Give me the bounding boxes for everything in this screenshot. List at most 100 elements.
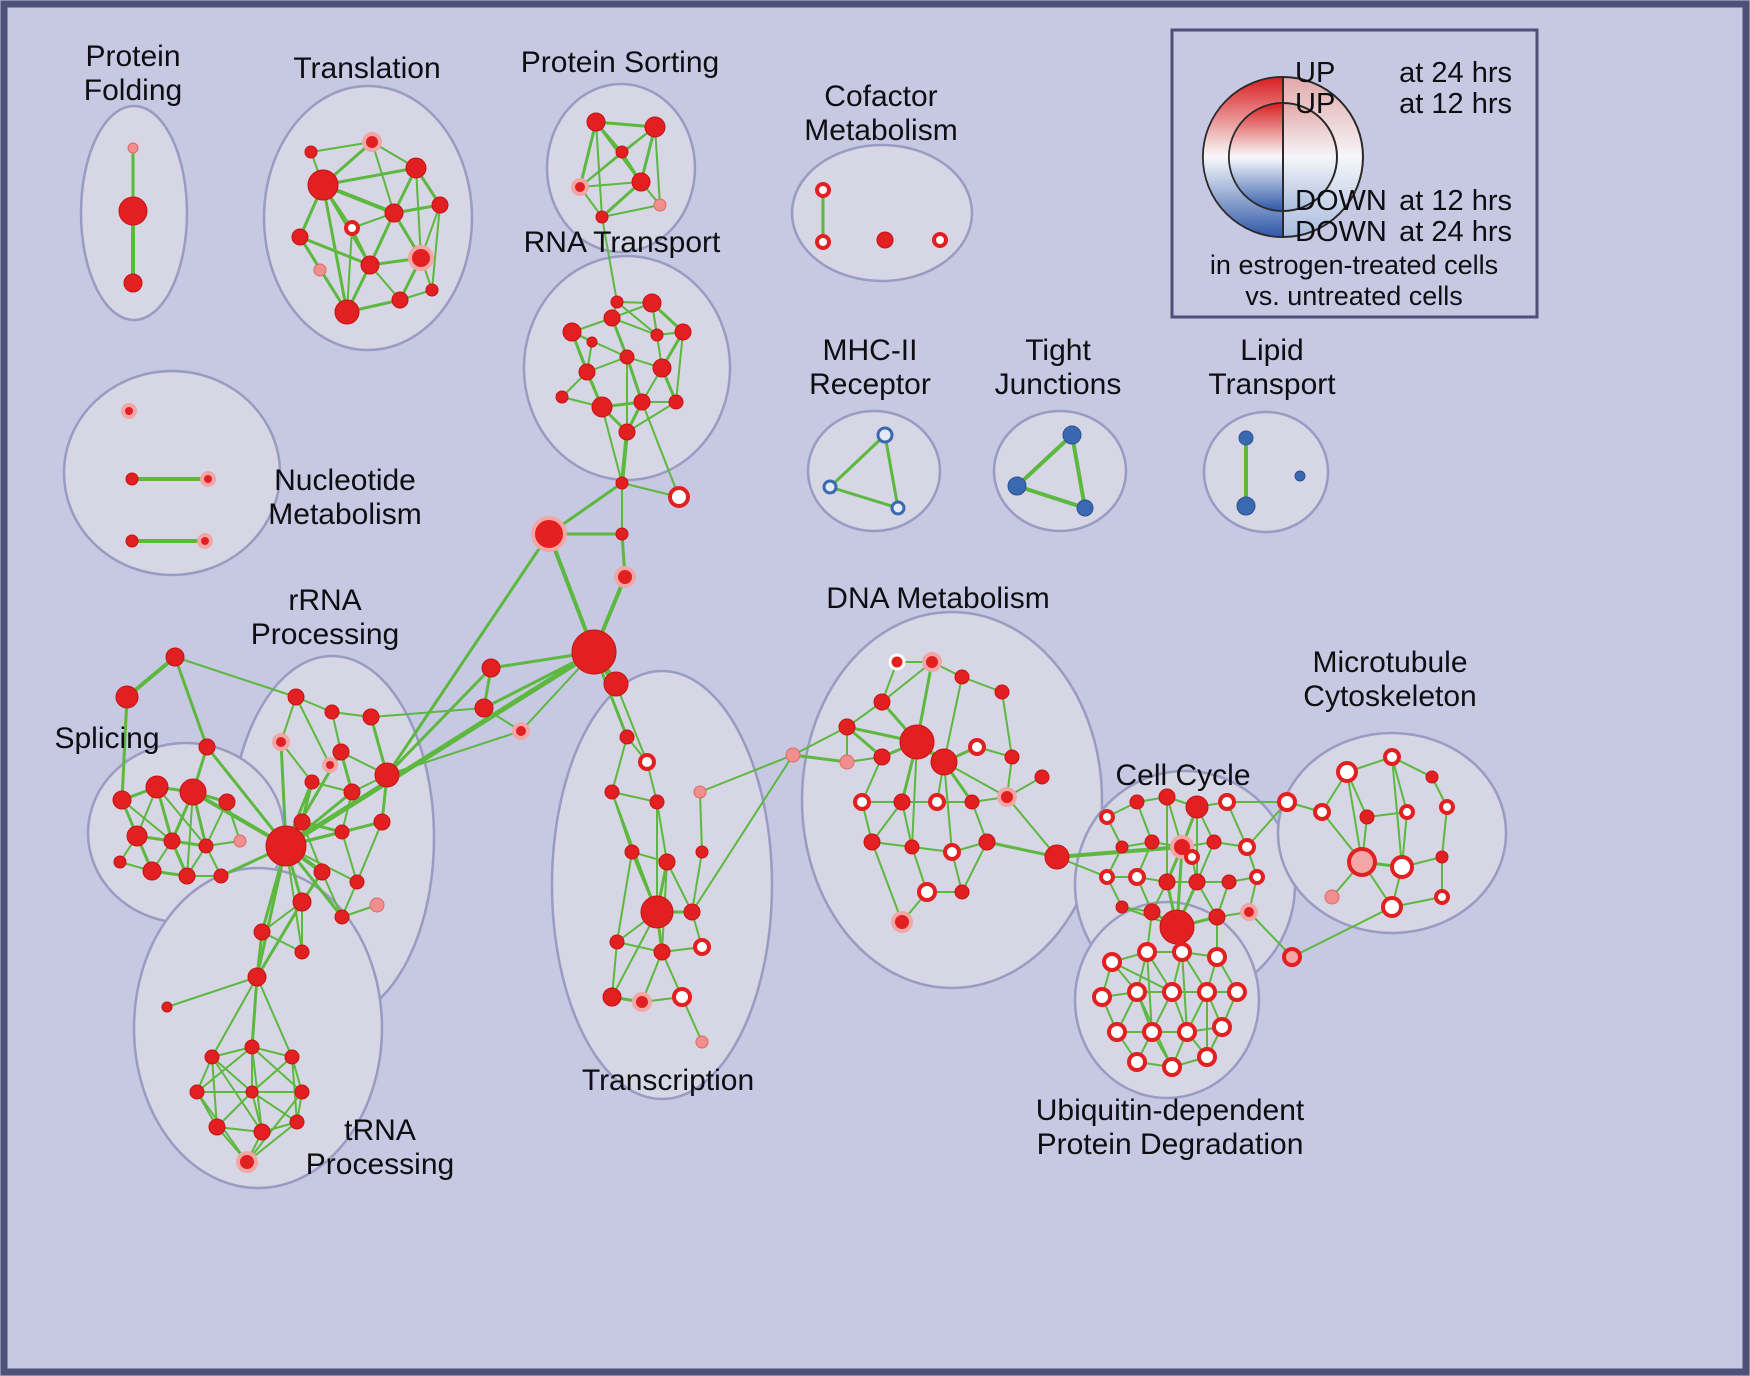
network-edge (211, 1056, 253, 1093)
network-node (1099, 869, 1115, 885)
network-node (1188, 873, 1206, 891)
network-node (1159, 909, 1195, 945)
network-node (578, 363, 596, 381)
network-edge (616, 851, 633, 943)
network-node (1142, 1022, 1162, 1042)
network-node (213, 868, 229, 884)
legend-up24-time: at 24 hrs (1399, 57, 1512, 89)
network-node (619, 729, 635, 745)
network-node (362, 708, 380, 726)
network-node (1221, 874, 1237, 890)
network-edge (295, 696, 331, 766)
network-node (888, 653, 906, 671)
network-node (1144, 834, 1160, 850)
network-node (253, 923, 271, 941)
network-node (618, 423, 636, 441)
network-node (245, 1085, 259, 1099)
trna-processing-ellipse (132, 866, 384, 1190)
cofactor-metabolism-ellipse (790, 143, 974, 283)
network-edge (431, 204, 441, 291)
network-node (943, 843, 961, 861)
network-node (873, 693, 891, 711)
tight-junctions-ellipse (992, 409, 1128, 533)
network-node (586, 336, 598, 348)
network-node (653, 943, 671, 961)
legend-caption-line1: in estrogen-treated cells (1210, 250, 1498, 280)
network-edge (620, 430, 629, 485)
network-node (1435, 850, 1449, 864)
network-node (1313, 803, 1331, 821)
network-edge (579, 181, 642, 188)
network-edge (341, 831, 358, 883)
network-node (512, 722, 530, 740)
network-node (614, 566, 636, 588)
network-node (571, 629, 617, 675)
network-node (658, 853, 676, 871)
network-edge (1441, 806, 1448, 858)
network-node (178, 867, 196, 885)
network-edge (1248, 911, 1293, 958)
network-node (610, 295, 624, 309)
network-node (204, 1049, 220, 1065)
network-node (247, 967, 267, 987)
legend-down12-word: DOWN (1295, 185, 1387, 217)
network-edge (301, 821, 323, 873)
network-node (602, 987, 622, 1007)
network-edge (386, 730, 522, 776)
network-node (822, 479, 838, 495)
network-node (292, 892, 312, 912)
network-node (615, 145, 629, 159)
network-node (1158, 873, 1176, 891)
network-node (244, 1039, 260, 1055)
network-node (1127, 982, 1147, 1002)
legend-up12-time: at 12 hrs (1399, 88, 1512, 120)
legend-caption-line2: vs. untreated cells (1245, 281, 1463, 311)
network-node (1197, 982, 1217, 1002)
translation-label: Translation (293, 52, 440, 85)
network-edge (246, 1091, 303, 1163)
network-node (1137, 942, 1157, 962)
network-node (481, 658, 501, 678)
network-node (674, 323, 692, 341)
network-node (1128, 868, 1146, 886)
network-node (1172, 942, 1192, 962)
network-node (1347, 847, 1377, 877)
network-node (163, 832, 181, 850)
network-node (284, 1049, 300, 1065)
network-node (125, 534, 139, 548)
network-node (1076, 499, 1094, 517)
network-edge (173, 655, 209, 749)
network-node (125, 472, 139, 486)
network-node (954, 884, 970, 900)
network-node (644, 116, 666, 138)
network-node (1240, 903, 1258, 921)
network-node (1277, 792, 1297, 812)
network-node (595, 210, 609, 224)
network-node (322, 757, 338, 773)
network-edge (385, 666, 493, 777)
network-node (287, 688, 305, 706)
network-node (1390, 855, 1414, 879)
network-edge (616, 301, 658, 336)
network-node (1359, 809, 1375, 825)
transcription-label: Transcription (582, 1064, 754, 1097)
network-node (294, 944, 310, 960)
network-node (968, 738, 986, 756)
network-edge (368, 211, 396, 267)
network-edge (691, 851, 703, 913)
network-edge (1015, 433, 1074, 488)
network-edge (883, 433, 900, 510)
network-node (123, 273, 143, 293)
network-node (899, 724, 935, 760)
network-node (1206, 834, 1222, 850)
network-node (785, 747, 801, 763)
network-node (1184, 849, 1200, 865)
network-node (197, 533, 213, 549)
legend-down24-word: DOWN (1295, 216, 1387, 248)
network-node (121, 403, 137, 419)
nucleotide-metabolism-ellipse (62, 369, 282, 577)
network-node (334, 299, 360, 325)
